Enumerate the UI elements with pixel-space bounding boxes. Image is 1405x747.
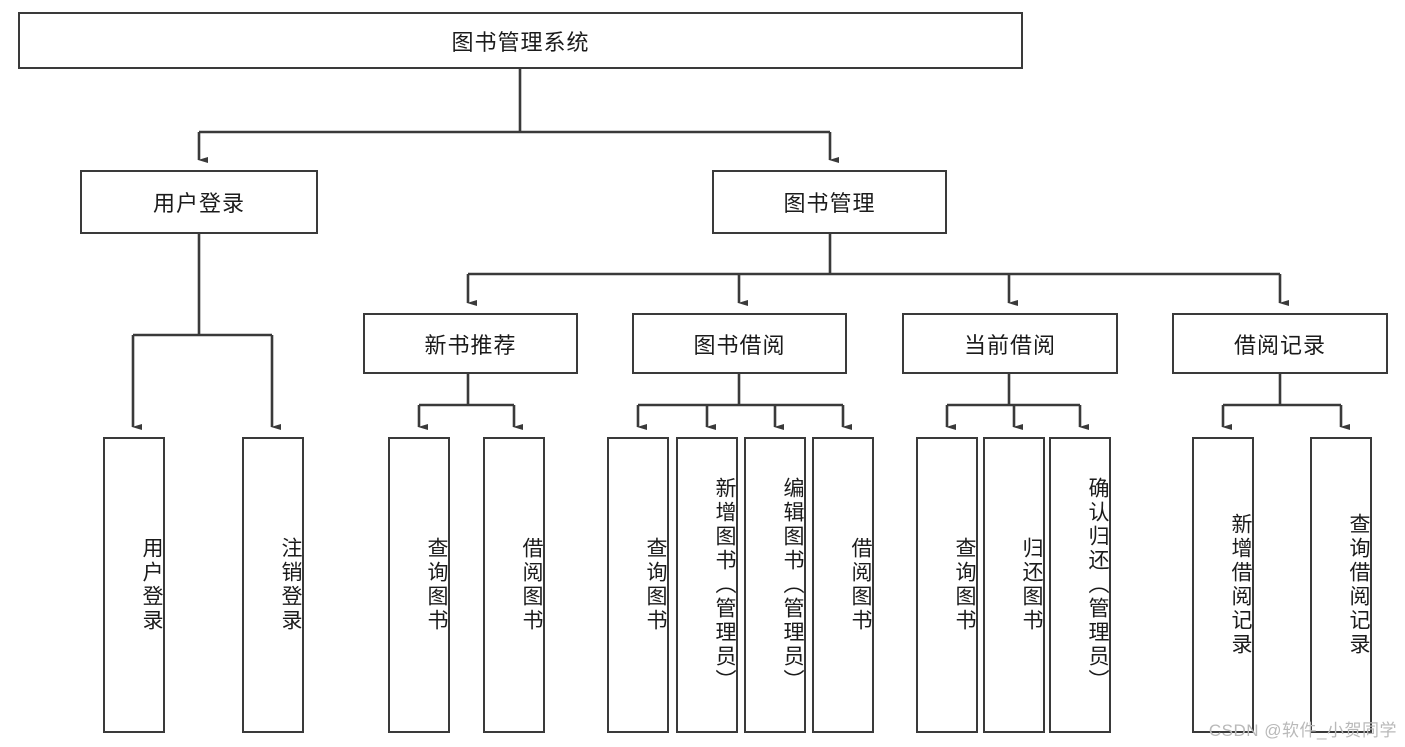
leaf-edit-book-admin-label: 编辑图书（管理员） [781,477,804,693]
node-book-borrow-label: 图书借阅 [693,332,786,358]
leaf-user-login[interactable]: 用户登录 [103,437,165,733]
leaf-borrow-book-new[interactable]: 借阅图书 [483,437,545,733]
leaf-query-book-new-label: 查询图书 [425,537,448,633]
leaf-confirm-return-admin-label: 确认归还（管理员） [1086,477,1109,693]
leaf-query-borrow-record[interactable]: 查询借阅记录 [1310,437,1372,733]
node-current-borrow[interactable]: 当前借阅 [902,313,1118,374]
leaf-add-book-admin[interactable]: 新增图书（管理员） [676,437,738,733]
node-new-book-recommend-label: 新书推荐 [424,332,517,358]
node-new-book-recommend[interactable]: 新书推荐 [363,313,578,374]
leaf-return-book-label: 归还图书 [1020,537,1043,633]
node-book-management[interactable]: 图书管理 [712,170,947,234]
leaf-query-book-current-label: 查询图书 [953,537,976,633]
leaf-return-book[interactable]: 归还图书 [983,437,1045,733]
leaf-query-borrow-record-label: 查询借阅记录 [1347,513,1370,657]
node-borrow-records[interactable]: 借阅记录 [1172,313,1388,374]
leaf-query-book-borrow-label: 查询图书 [644,537,667,633]
watermark-text: CSDN @软件_小贺同学 [1208,721,1397,740]
leaf-query-book-borrow[interactable]: 查询图书 [607,437,669,733]
leaf-query-book-current[interactable]: 查询图书 [916,437,978,733]
node-current-borrow-label: 当前借阅 [963,332,1056,358]
node-root[interactable]: 图书管理系统 [18,12,1023,69]
node-borrow-records-label: 借阅记录 [1233,332,1326,358]
leaf-logout-label: 注销登录 [279,537,302,633]
leaf-confirm-return-admin[interactable]: 确认归还（管理员） [1049,437,1111,733]
leaf-logout[interactable]: 注销登录 [242,437,304,733]
leaf-borrow-book[interactable]: 借阅图书 [812,437,874,733]
node-book-management-label: 图书管理 [783,191,876,216]
node-book-borrow[interactable]: 图书借阅 [632,313,847,374]
leaf-add-borrow-record-label: 新增借阅记录 [1229,513,1252,657]
node-root-label: 图书管理系统 [451,29,590,55]
leaf-query-book-new[interactable]: 查询图书 [388,437,450,733]
leaf-borrow-book-new-label: 借阅图书 [520,537,543,633]
node-user-login-label: 用户登录 [152,191,245,216]
leaf-edit-book-admin[interactable]: 编辑图书（管理员） [744,437,806,733]
leaf-user-login-label: 用户登录 [140,537,163,633]
leaf-add-borrow-record[interactable]: 新增借阅记录 [1192,437,1254,733]
leaf-borrow-book-label: 借阅图书 [849,537,872,633]
leaf-add-book-admin-label: 新增图书（管理员） [713,477,736,693]
node-user-login[interactable]: 用户登录 [80,170,318,234]
